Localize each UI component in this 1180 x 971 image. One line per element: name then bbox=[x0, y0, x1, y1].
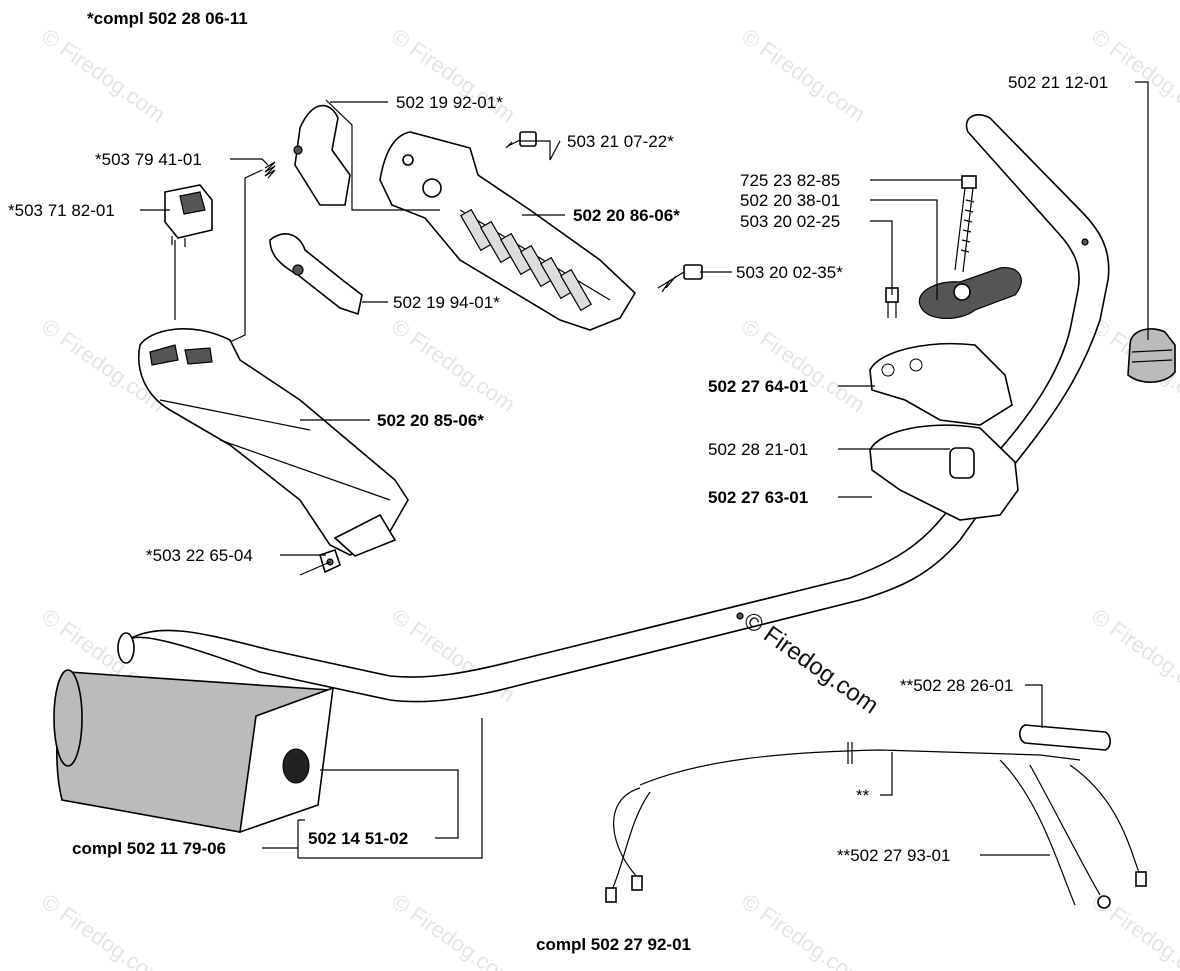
label-502-19-92-01: 502 19 92-01* bbox=[396, 93, 503, 112]
clamp-upper bbox=[869, 342, 1013, 426]
label-assembly-grip: compl 502 11 79-06 bbox=[72, 839, 226, 858]
label-503-22-65-04: *503 22 65-04 bbox=[146, 546, 253, 565]
watermark-center: © Firedog.com bbox=[739, 607, 884, 720]
label-503-21-07-22: 503 21 07-22* bbox=[567, 132, 674, 151]
handle-cover bbox=[379, 131, 637, 331]
watermark: © Firedog.com bbox=[387, 889, 520, 971]
watermark: © Firedog.com bbox=[387, 314, 520, 417]
throttle-trigger bbox=[293, 104, 351, 206]
label-502-20-38-01: 502 20 38-01 bbox=[740, 191, 840, 210]
leader-lines bbox=[140, 81, 1149, 859]
nut-small bbox=[319, 548, 341, 574]
label-502-21-12-01: 502 21 12-01 bbox=[1008, 73, 1108, 92]
label-725-23-82-85: 725 23 82-85 bbox=[740, 171, 840, 190]
handlebar-tube bbox=[117, 114, 1110, 703]
spring bbox=[264, 161, 276, 179]
label-double-star: ** bbox=[856, 786, 870, 805]
screw-top bbox=[505, 131, 537, 149]
label-503-71-82-01: *503 71 82-01 bbox=[8, 201, 115, 220]
label-502-20-85-06: 502 20 85-06* bbox=[377, 411, 484, 430]
label-502-28-21-01: 502 28 21-01 bbox=[708, 440, 808, 459]
label-502-28-26-01: **502 28 26-01 bbox=[900, 676, 1013, 695]
label-502-27-93-01: **502 27 93-01 bbox=[837, 846, 950, 865]
tube-sleeve bbox=[1018, 724, 1112, 751]
label-503-79-41-01: *503 79 41-01 bbox=[95, 150, 202, 169]
watermark: © Firedog.com bbox=[37, 889, 170, 971]
clamp-bolt-long bbox=[954, 175, 977, 273]
label-502-27-64-01: 502 27 64-01 bbox=[708, 377, 808, 396]
stop-switch bbox=[164, 184, 213, 247]
throttle-handle-housing bbox=[138, 328, 409, 557]
label-assembly-top: *compl 502 28 06-11 bbox=[87, 9, 248, 28]
label-502-14-51-02: 502 14 51-02 bbox=[308, 829, 408, 848]
end-cap bbox=[1127, 328, 1176, 383]
watermark: © Firedog.com bbox=[1087, 604, 1180, 707]
label-502-27-63-01: 502 27 63-01 bbox=[708, 488, 808, 507]
label-assembly-bottom: compl 502 27 92-01 bbox=[536, 935, 691, 954]
clamp-knob bbox=[918, 267, 1022, 320]
watermark: © Firedog.com bbox=[737, 24, 870, 127]
label-502-19-94-01: 502 19 94-01* bbox=[393, 293, 500, 312]
watermark: © Firedog.com bbox=[737, 889, 870, 971]
screw-right bbox=[657, 264, 703, 293]
clamp-lower bbox=[869, 424, 1019, 521]
wire-harness bbox=[605, 742, 1147, 909]
watermark: © Firedog.com bbox=[37, 24, 170, 127]
watermark: © Firedog.com bbox=[737, 314, 870, 417]
rubber-grip bbox=[53, 669, 334, 834]
label-503-20-02-25: 503 20 02-25 bbox=[740, 212, 840, 231]
throttle-lock-lever bbox=[269, 233, 363, 316]
part-labels: *compl 502 28 06-11 502 19 92-01* 503 21… bbox=[8, 9, 1108, 954]
label-502-20-86-06: 502 20 86-06* bbox=[573, 206, 680, 225]
label-503-20-02-35: 503 20 02-35* bbox=[736, 263, 843, 282]
